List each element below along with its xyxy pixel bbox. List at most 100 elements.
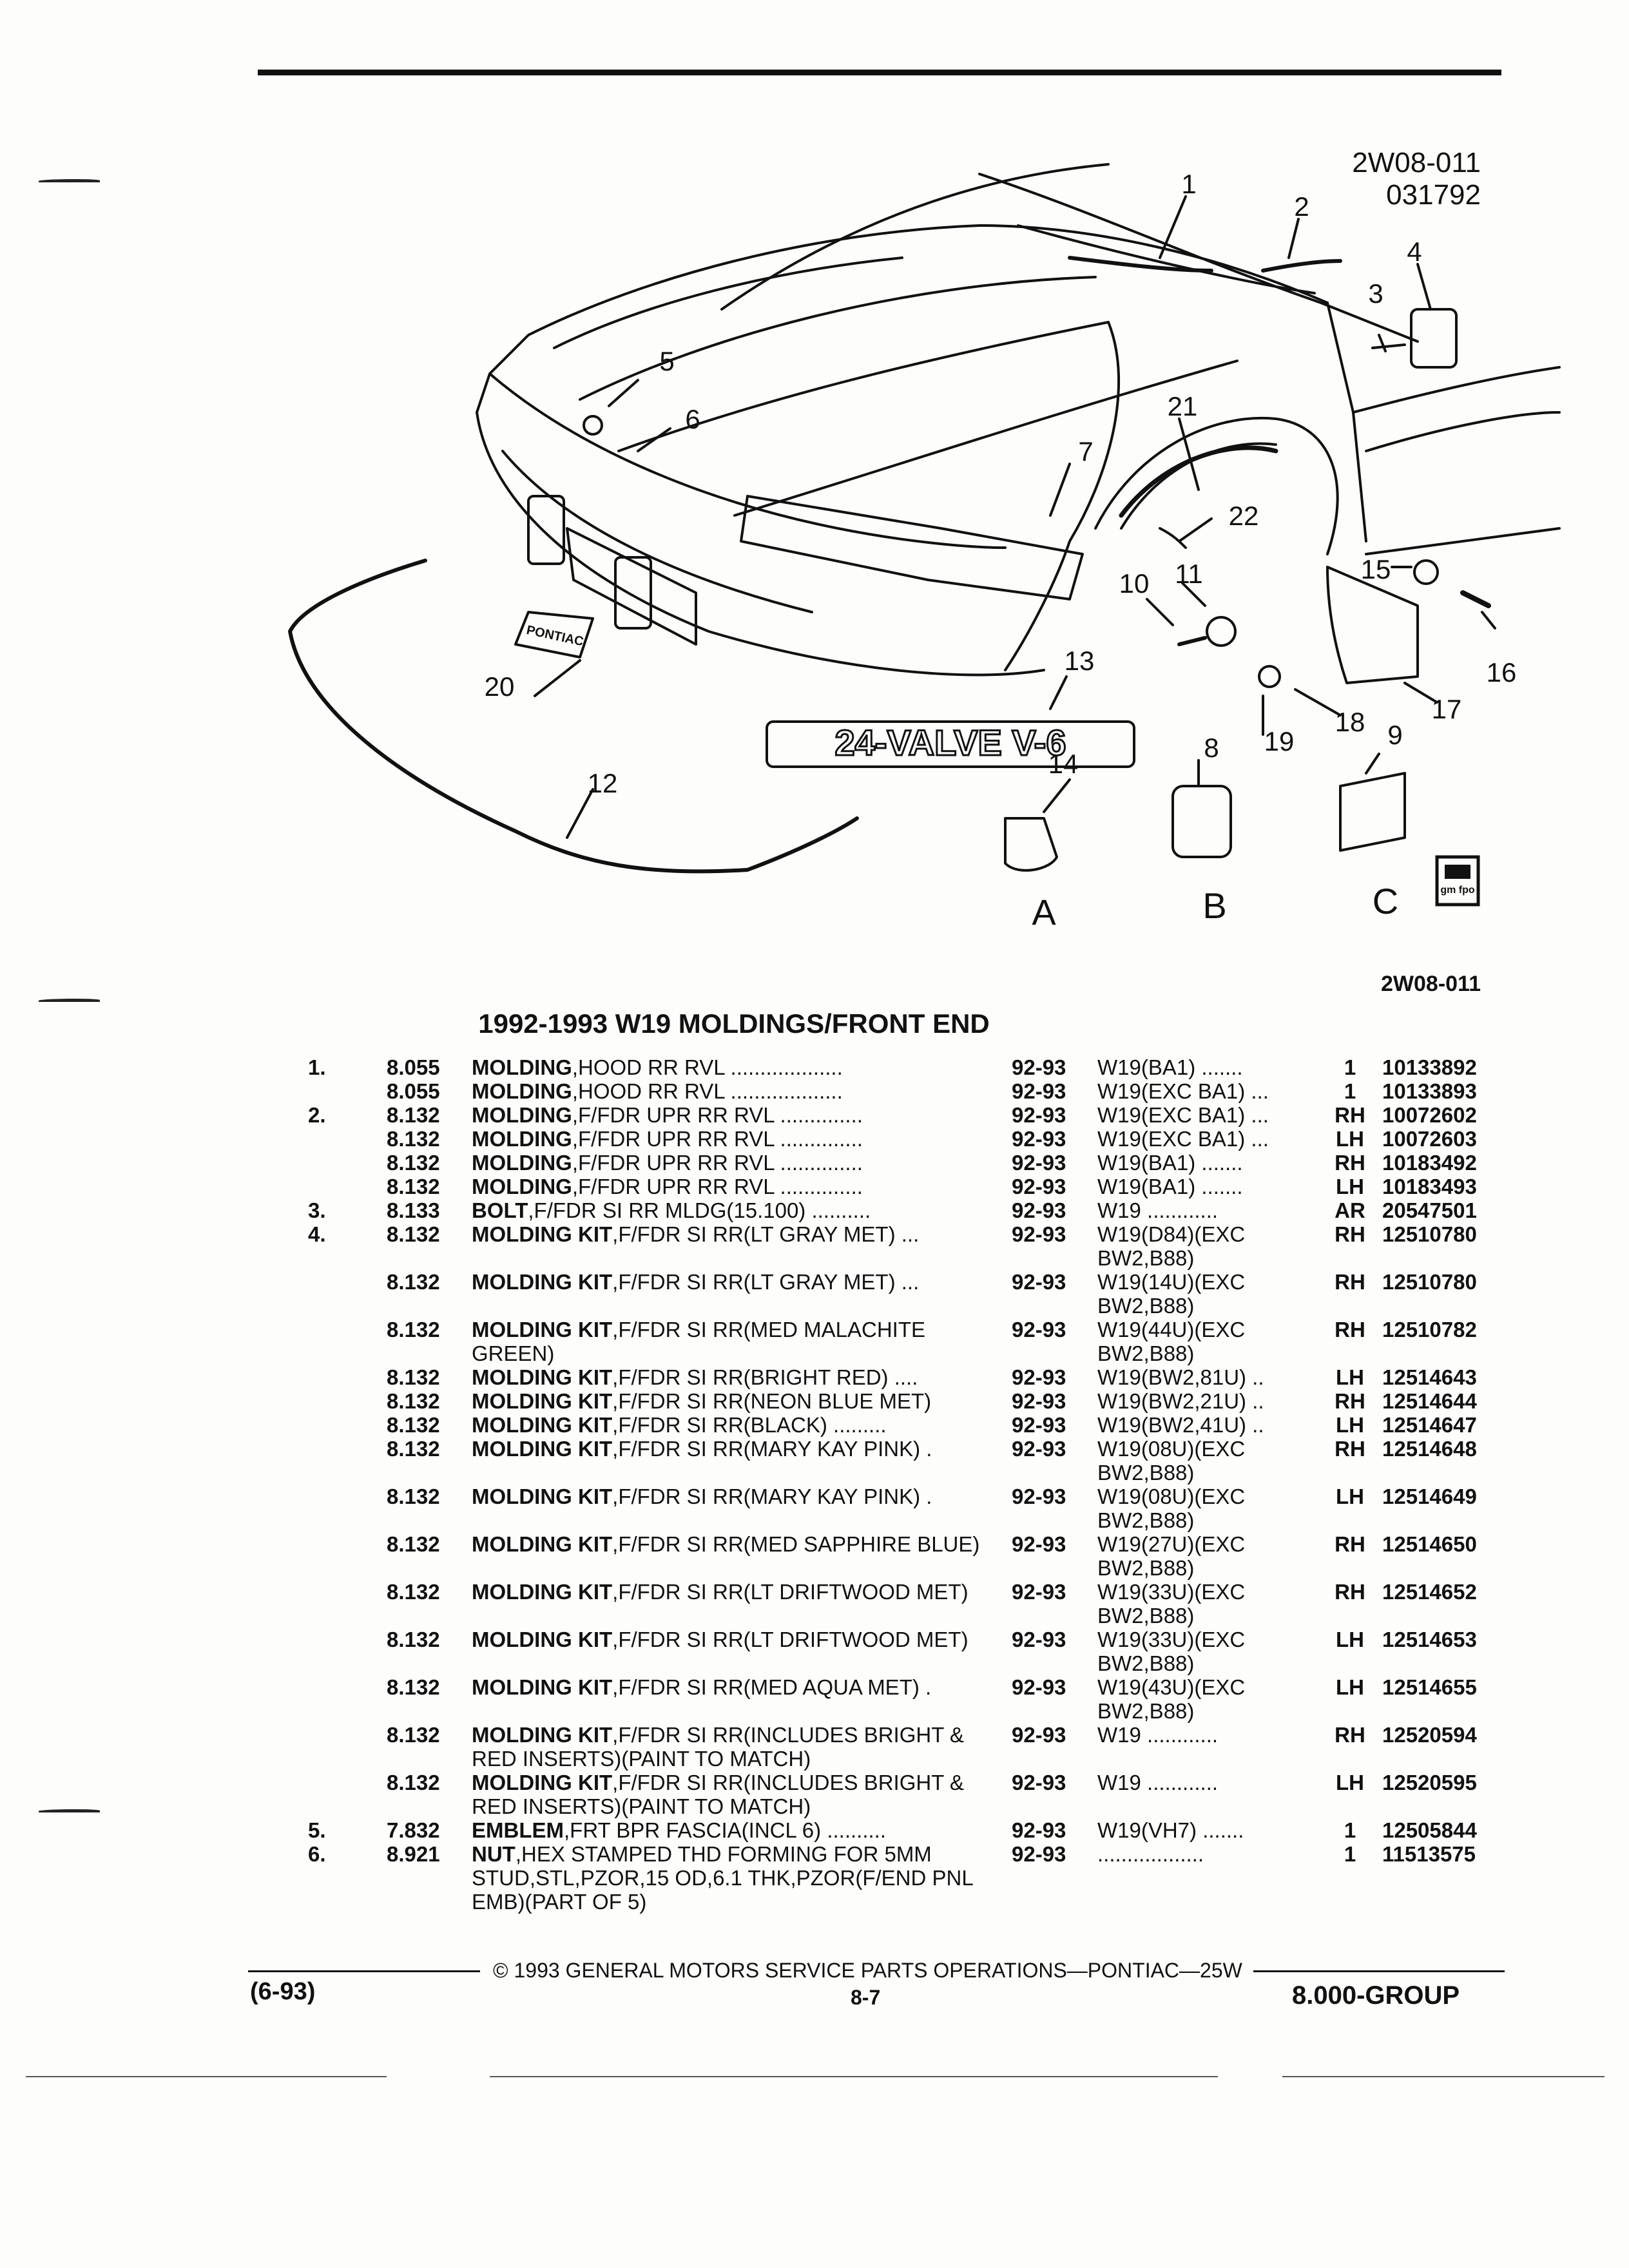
usage-code: W19(08U)(EXC BW2,B88)	[1097, 1437, 1246, 1485]
hood-leading-edge	[527, 224, 1329, 336]
usage-code: W19(BA1) .......	[1097, 1055, 1243, 1079]
model-years: 92-93	[1012, 1198, 1066, 1222]
wheel-arch	[1094, 417, 1339, 555]
bottom-rule	[1282, 2076, 1605, 2077]
usage-code: W19(D84)(EXC BW2,B88)	[1097, 1222, 1246, 1270]
bottom-rule	[26, 2076, 387, 2077]
binder-mark	[39, 1809, 100, 1812]
part-number: 12520594	[1382, 1723, 1477, 1747]
emblem-text: 24-VALVE V-6	[835, 722, 1066, 763]
item-number: 5.	[308, 1818, 326, 1842]
quantity: 1	[1344, 1055, 1356, 1079]
part-number: 12514648	[1382, 1437, 1477, 1461]
callout-8: 8	[1204, 733, 1219, 763]
part-number: 11513575	[1382, 1842, 1476, 1866]
item-number: 3.	[308, 1198, 326, 1222]
part-description: MOLDING KIT,F/FDR SI RR(LT GRAY MET) ...	[472, 1270, 920, 1294]
part-description: MOLDING,HOOD RR RVL ...................	[472, 1055, 843, 1079]
part-description: MOLDING,F/FDR UPR RR RVL ..............	[472, 1175, 863, 1198]
model-years: 92-93	[1012, 1389, 1066, 1413]
callout-17: 17	[1432, 694, 1462, 724]
quantity: RH	[1335, 1532, 1365, 1556]
usage-code: W19(VH7) .......	[1097, 1818, 1244, 1842]
quantity: LH	[1336, 1675, 1364, 1699]
part-number: 12514647	[1382, 1413, 1477, 1437]
model-years: 92-93	[1012, 1127, 1066, 1151]
detail-a-clip	[1004, 817, 1058, 872]
part-description: MOLDING KIT,F/FDR SI RR(BRIGHT RED) ....	[472, 1365, 918, 1389]
part-number: 10133892	[1382, 1055, 1477, 1079]
illustration-date: 031792	[1386, 179, 1481, 211]
footer-rule-left	[248, 1970, 480, 1972]
front-molding-strip	[288, 559, 859, 874]
callout-11: 11	[1175, 559, 1203, 589]
usage-code: W19(14U)(EXC BW2,B88)	[1097, 1270, 1246, 1318]
item-number: 6.	[308, 1842, 326, 1866]
top-rule	[258, 70, 1501, 75]
callout-18: 18	[1335, 707, 1365, 737]
windshield-edge	[720, 163, 1110, 311]
usage-code: W19(BW2,81U) ..	[1097, 1365, 1264, 1389]
group-number: 8.132	[387, 1628, 440, 1651]
usage-code: ..................	[1097, 1842, 1204, 1866]
usage-code: W19(43U)(EXC BW2,B88)	[1097, 1675, 1246, 1723]
quantity: RH	[1335, 1103, 1365, 1127]
group-number: 8.921	[387, 1842, 440, 1866]
usage-code: W19(BA1) .......	[1097, 1175, 1243, 1198]
group-number: 8.132	[387, 1222, 440, 1246]
item-number: 2.	[308, 1103, 326, 1127]
nameplate-text: PONTIAC	[525, 623, 585, 649]
callout-9: 9	[1387, 720, 1402, 750]
quantity: 1	[1344, 1818, 1356, 1842]
usage-code: W19(33U)(EXC BW2,B88)	[1097, 1580, 1246, 1628]
part-description: BOLT,F/FDR SI RR MLDG(15.100) ..........	[472, 1198, 871, 1222]
part-number: 12510782	[1382, 1318, 1477, 1341]
group-number: 8.132	[387, 1365, 440, 1389]
detail-label-b: B	[1202, 885, 1226, 926]
model-years: 92-93	[1012, 1628, 1066, 1651]
part-number: 12520595	[1382, 1771, 1477, 1794]
bottom-rule	[490, 2076, 1218, 2077]
usage-code: W19(EXC BA1) ...	[1097, 1127, 1269, 1151]
part-description: MOLDING KIT,F/FDR SI RR(MED AQUA MET) .	[472, 1675, 932, 1699]
part-number: 10183493	[1382, 1175, 1477, 1198]
group-number: 8.132	[387, 1270, 440, 1294]
group-number: 8.132	[387, 1413, 440, 1437]
part-number: 12505844	[1382, 1818, 1477, 1842]
part-number: 12510780	[1382, 1222, 1477, 1246]
gm-fpo-logo: gm fpo	[1435, 855, 1480, 907]
callout-12: 12	[588, 768, 618, 798]
callout-21: 21	[1168, 391, 1198, 421]
group-number: 8.132	[387, 1437, 440, 1461]
usage-code: W19(EXC BA1) ...	[1097, 1079, 1269, 1103]
part-description: MOLDING KIT,F/FDR SI RR(INCLUDES BRIGHT …	[472, 1771, 964, 1818]
detail-b-clip	[1171, 785, 1232, 858]
callout-19: 19	[1264, 726, 1295, 756]
usage-code: W19(33U)(EXC BW2,B88)	[1097, 1628, 1246, 1675]
usage-code: W19 ............	[1097, 1198, 1219, 1222]
quantity: RH	[1335, 1723, 1365, 1747]
part-description: MOLDING,F/FDR UPR RR RVL ..............	[472, 1127, 863, 1151]
model-years: 92-93	[1012, 1175, 1066, 1198]
group-number: 8.132	[387, 1175, 440, 1198]
group-number: 8.132	[387, 1580, 440, 1604]
model-years: 92-93	[1012, 1723, 1066, 1747]
callout-6: 6	[685, 404, 700, 434]
model-years: 92-93	[1012, 1055, 1066, 1079]
model-years: 92-93	[1012, 1580, 1066, 1604]
quantity: RH	[1335, 1580, 1365, 1604]
usage-code: W19(08U)(EXC BW2,B88)	[1097, 1485, 1246, 1532]
callout-10: 10	[1119, 568, 1150, 599]
quantity: RH	[1335, 1389, 1365, 1413]
group-number: 8.132	[387, 1675, 440, 1699]
usage-code: W19(44U)(EXC BW2,B88)	[1097, 1318, 1246, 1365]
group-number: 8.055	[387, 1079, 440, 1103]
usage-code: W19 ............	[1097, 1723, 1219, 1747]
callout-4: 4	[1407, 236, 1422, 267]
group-number: 7.832	[387, 1818, 440, 1842]
model-years: 92-93	[1012, 1675, 1066, 1699]
svg-text:gm fpo: gm fpo	[1440, 885, 1475, 896]
usage-code: W19(BA1) .......	[1097, 1151, 1243, 1175]
page-number: 8-7	[851, 1986, 881, 2009]
model-years: 92-93	[1012, 1413, 1066, 1437]
